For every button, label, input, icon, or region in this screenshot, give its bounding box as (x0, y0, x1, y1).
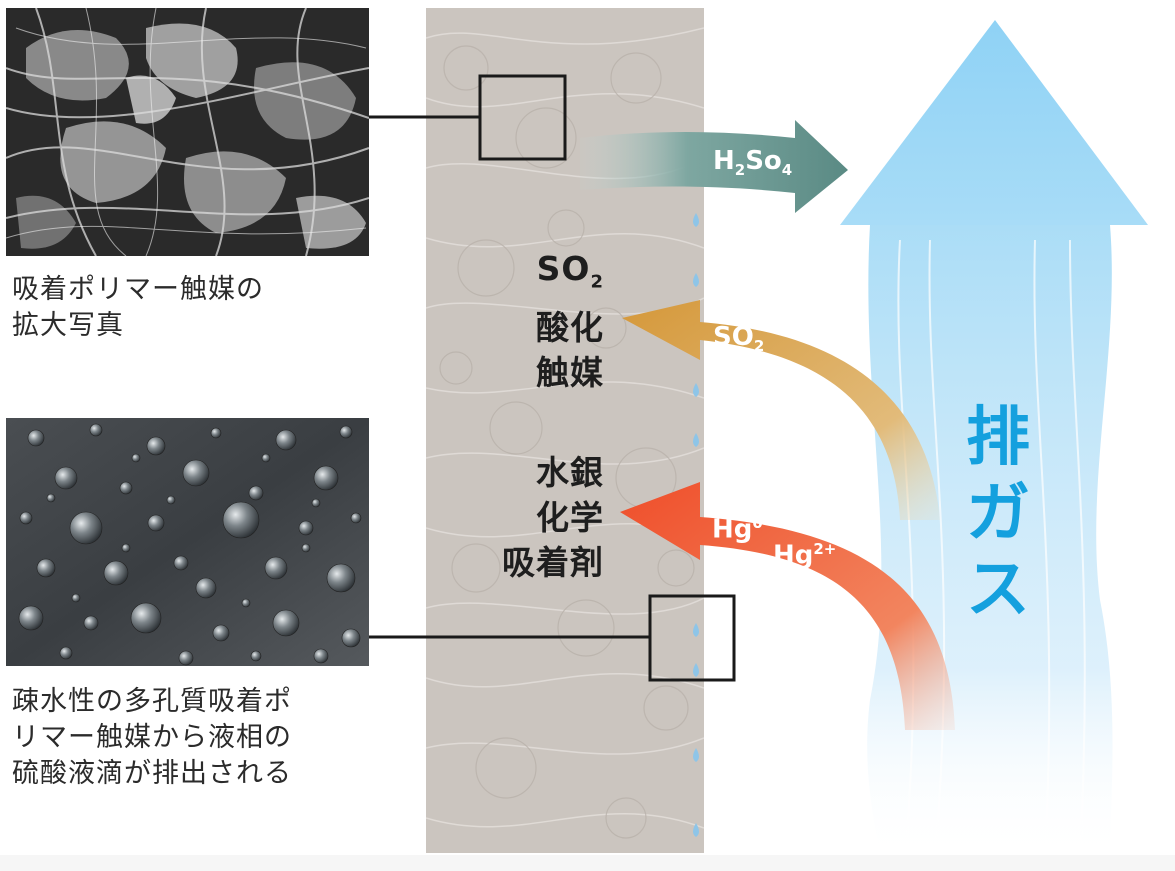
h2so4-label: H2So4 (713, 146, 793, 180)
droplet-photo-caption: 疎水性の多孔質吸着ポ リマー触媒から液相の 硫酸液滴が排出される (12, 684, 292, 792)
label-line: 触媒 (536, 352, 604, 392)
sem-photo (6, 8, 369, 256)
mercury-sorbent-label: 水銀 化学 吸着剤 (426, 450, 604, 585)
sem-photo-caption: 吸着ポリマー触媒の 拡大写真 (12, 272, 264, 344)
so2-formula: SO2 (536, 249, 604, 293)
exhaust-char: ス (966, 553, 1030, 627)
so2-oxidation-catalyst-label: SO2 酸化 触媒 (426, 246, 604, 395)
so2-label: SO2 (713, 322, 765, 356)
so2-arrow (622, 300, 940, 520)
exhaust-arrow-head (840, 20, 1148, 225)
exhaust-char: ガ (966, 477, 1030, 551)
caption-line: 疎水性の多孔質吸着ポ (12, 686, 292, 717)
caption-line: 拡大写真 (12, 310, 124, 341)
droplet-photo (6, 418, 369, 666)
label-line: 酸化 (536, 307, 604, 347)
label-line: 吸着剤 (502, 543, 604, 582)
exhaust-gas-label: 排 ガ ス (958, 400, 1038, 628)
hg2-label: Hg2+ (773, 540, 837, 571)
caption-line: 吸着ポリマー触媒の (12, 274, 264, 305)
exhaust-char: 排 (966, 401, 1030, 475)
label-line: 水銀 (536, 453, 604, 492)
hg-arrow (620, 482, 955, 730)
caption-line: リマー触媒から液相の (12, 722, 292, 753)
hg0-label: Hg0 (712, 514, 763, 545)
h2so4-arrow (580, 120, 848, 213)
label-line: 化学 (536, 498, 604, 537)
bottom-strip (0, 855, 1175, 871)
caption-line: 硫酸液滴が排出される (12, 758, 292, 789)
